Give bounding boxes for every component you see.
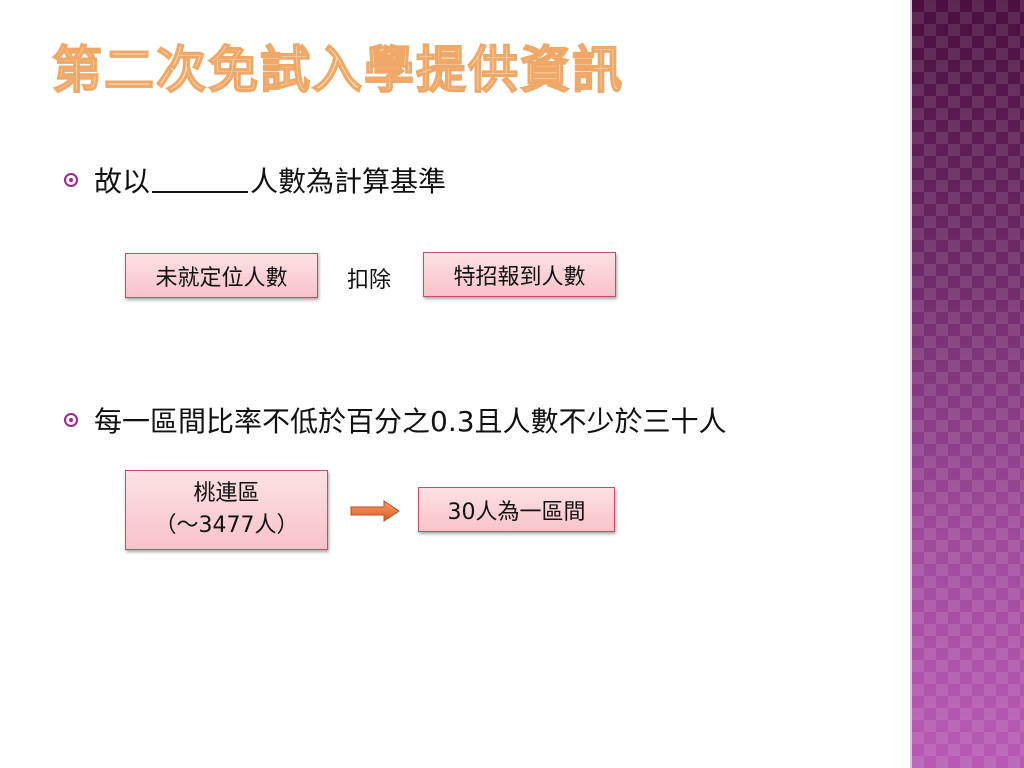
bullet-2-text: 每一區間比率不低於百分之0.3且人數不少於三十人	[94, 405, 727, 438]
side-band-edge	[910, 0, 913, 768]
right-arrow-icon	[350, 500, 400, 522]
taoyuan-district-box: 桃連區 （～3477人）	[125, 470, 328, 550]
decorative-side-band	[912, 0, 1024, 768]
slide-title: 第二次免試入學提供資訊	[51, 40, 624, 100]
bullet-1-text-before: 故以	[94, 165, 151, 198]
unassigned-count-box: 未就定位人數	[125, 253, 318, 298]
interval-size-box: 30人為一區間	[418, 487, 615, 532]
circle-dot-icon	[64, 413, 78, 427]
fill-in-blank	[152, 167, 249, 193]
special-admission-count-box: 特招報到人數	[423, 252, 616, 297]
circle-dot-icon	[64, 173, 78, 187]
district-count: （～3477人）	[154, 513, 299, 538]
district-name: 桃連區	[193, 481, 260, 506]
subtract-operator-text: 扣除	[347, 268, 392, 293]
bullet-item-2: 每一區間比率不低於百分之0.3且人數不少於三十人	[64, 400, 727, 440]
bullet-1-text-after: 人數為計算基準	[250, 165, 447, 198]
bullet-item-1: 故以 人數為計算基準	[64, 160, 446, 200]
